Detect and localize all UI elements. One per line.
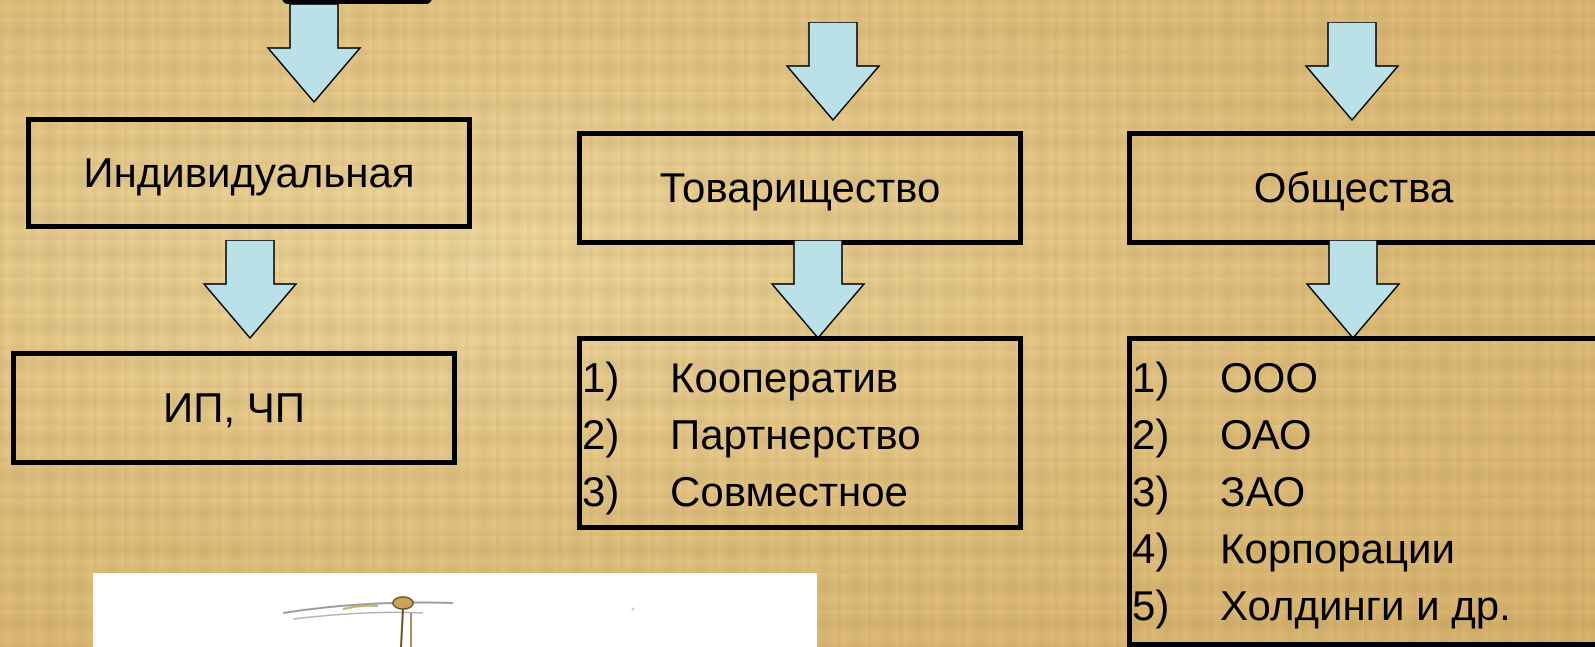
- list-item-number: 3): [582, 468, 620, 515]
- box-ip-chp: ИП, ЧП: [11, 351, 457, 465]
- down-arrow-icon: [202, 240, 298, 340]
- title-fragment: [282, 0, 432, 4]
- list-item-text: ООО: [1220, 354, 1319, 401]
- list-partnership-types: 1) Кооператив 2) Партнерство 3) Совместн…: [577, 336, 1023, 530]
- box-companies: Общества: [1127, 131, 1595, 245]
- list-item-number: 1): [1132, 354, 1170, 401]
- down-arrow-icon: [785, 22, 881, 122]
- list-item-text: ОАО: [1220, 411, 1312, 458]
- list-item-text: Партнерство: [670, 411, 921, 458]
- box-partnership: Товарищество: [577, 131, 1023, 245]
- list-item-text: Кооператив: [670, 354, 899, 401]
- box-individual-label: Индивидуальная: [83, 149, 415, 196]
- list-company-types-bottom-border: [1127, 642, 1595, 647]
- list-item-number: 2): [1132, 411, 1170, 458]
- list-company-types: 1) ООО 2) ОАО 3) ЗАО 4) Корпорации 5) Хо…: [1127, 336, 1595, 647]
- illustration: [93, 573, 817, 647]
- box-companies-label: Общества: [1253, 164, 1454, 211]
- list-item-number: 5): [1132, 582, 1170, 629]
- list-item-number: 2): [582, 411, 620, 458]
- box-partnership-label: Товарищество: [659, 164, 941, 211]
- list-item-text: ЗАО: [1220, 468, 1306, 515]
- list-item-number: 4): [1132, 525, 1170, 572]
- down-arrow-icon: [770, 240, 866, 340]
- list-item-number: 3): [1132, 468, 1170, 515]
- down-arrow-icon: [266, 4, 362, 104]
- list-item-number: 1): [582, 354, 620, 401]
- list-item-text: Корпорации: [1220, 525, 1455, 572]
- box-ip-chp-label: ИП, ЧП: [163, 384, 305, 431]
- sketch-icon: [282, 596, 635, 647]
- box-individual: Индивидуальная: [26, 117, 472, 229]
- list-item-text: Холдинги и др.: [1220, 582, 1511, 629]
- list-item-text: Совместное: [670, 468, 908, 515]
- down-arrow-icon: [1305, 240, 1401, 340]
- down-arrow-icon: [1304, 22, 1400, 122]
